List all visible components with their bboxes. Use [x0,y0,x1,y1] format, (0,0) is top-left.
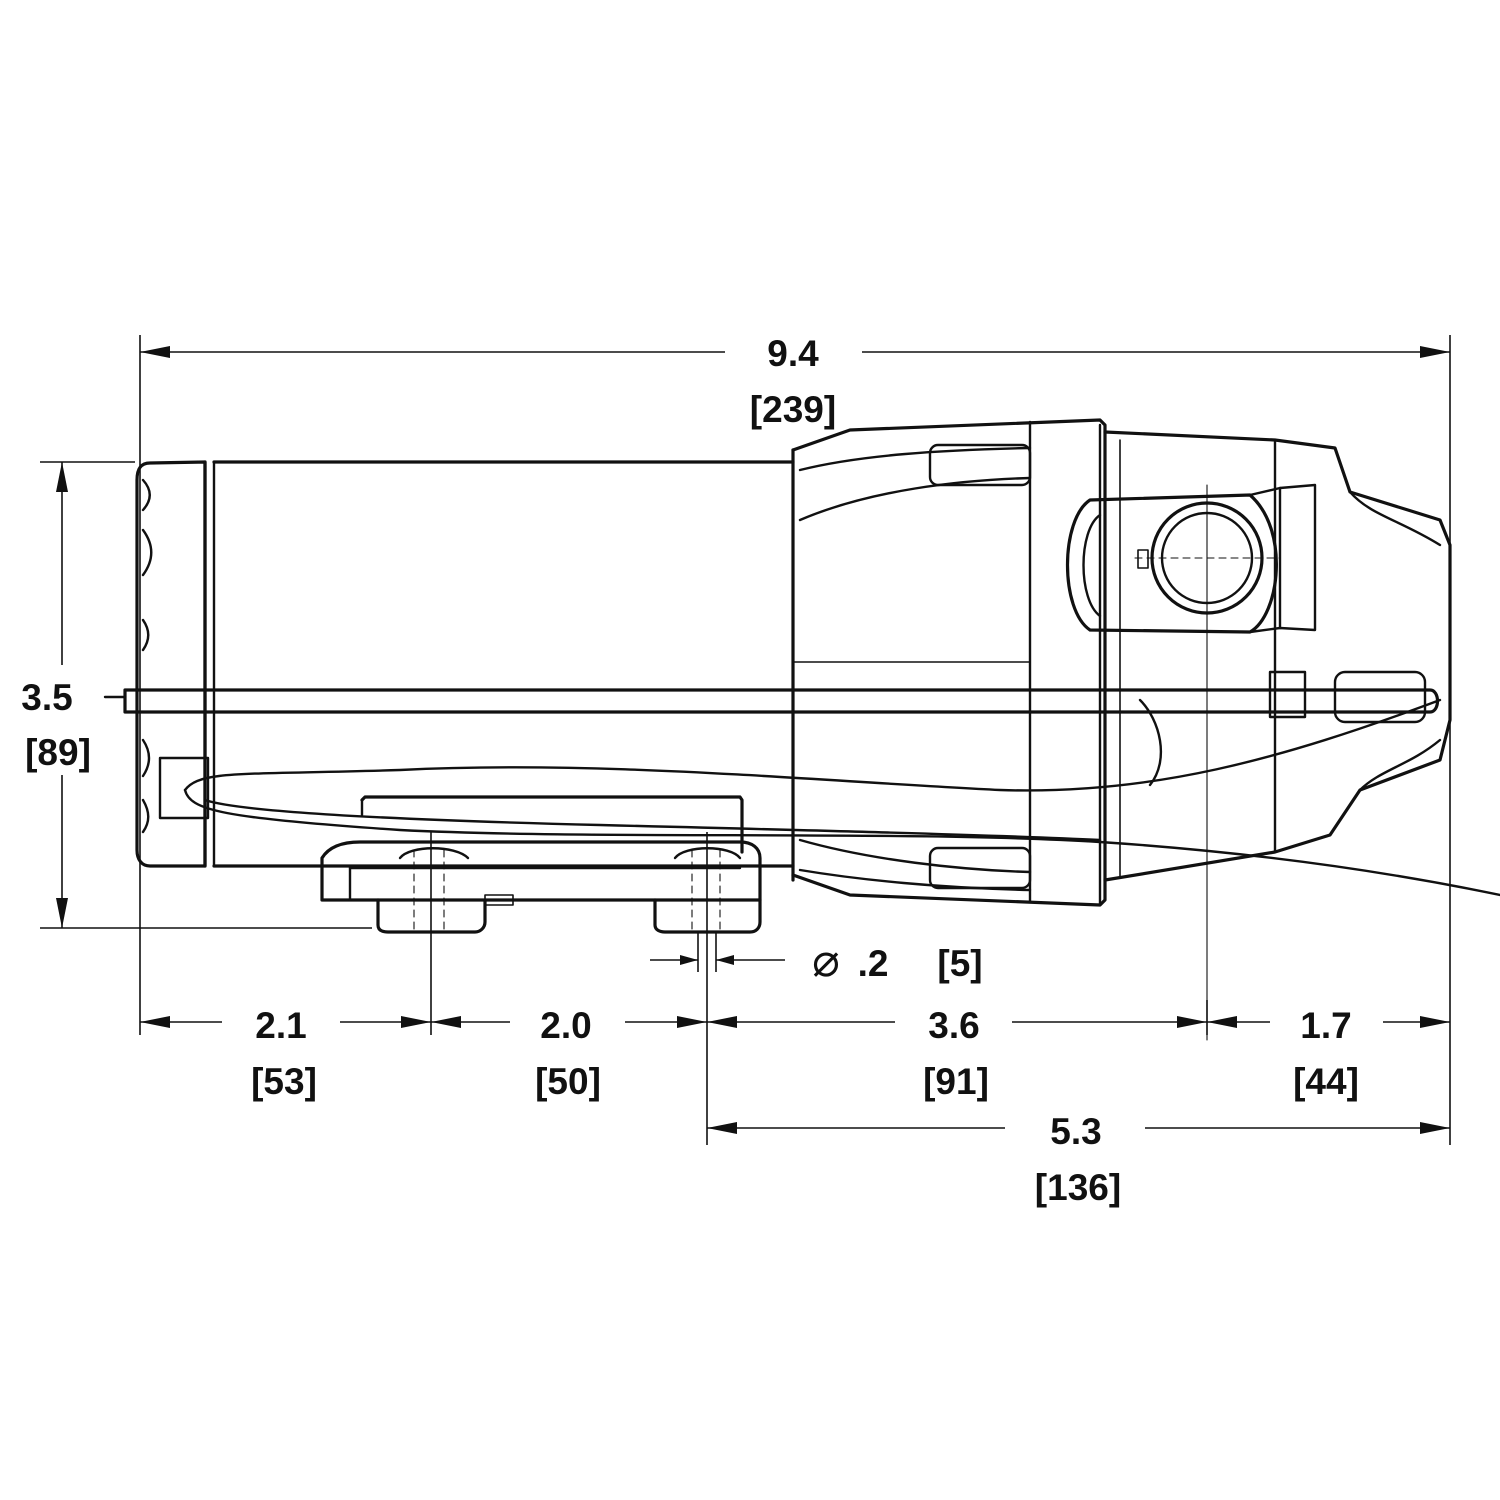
motor-end-cap [135,460,216,868]
hole-to-port-mm: [91] [923,1061,989,1102]
end-to-hole-inches: 2.1 [255,1005,306,1046]
hole-diameter-symbol: ⌀ [812,934,840,986]
hole-spacing-mm: [50] [535,1061,601,1102]
hole-to-end-inches: 5.3 [1050,1111,1101,1152]
pump-body [103,418,1500,1041]
port-to-end-mm: [44] [1293,1061,1359,1102]
hole-spacing-inches: 2.0 [540,1005,591,1046]
overall-length-inches: 9.4 [767,333,819,374]
port-fitting [1066,483,1317,1041]
port-to-end-inches: 1.7 [1300,1005,1351,1046]
dimension-labels: 9.4 [239] 3.5 [89] 2.1 [53] 2.0 [50] 3.6… [21,333,1359,1208]
overall-length-mm: [239] [750,389,836,430]
lead-wires [183,698,1500,897]
wire-rod [103,670,1440,724]
hole-to-end-mm: [136] [1035,1167,1121,1208]
hole-to-port-inches: 3.6 [928,1005,979,1046]
dimension-lines [40,335,1451,1145]
height-inches: 3.5 [21,677,72,718]
end-to-hole-mm: [53] [251,1061,317,1102]
height-mm: [89] [25,732,91,773]
hole-diameter-mm: [5] [937,943,982,984]
hole-diameter-inches: .2 [858,943,889,984]
motor-housing [212,448,795,882]
